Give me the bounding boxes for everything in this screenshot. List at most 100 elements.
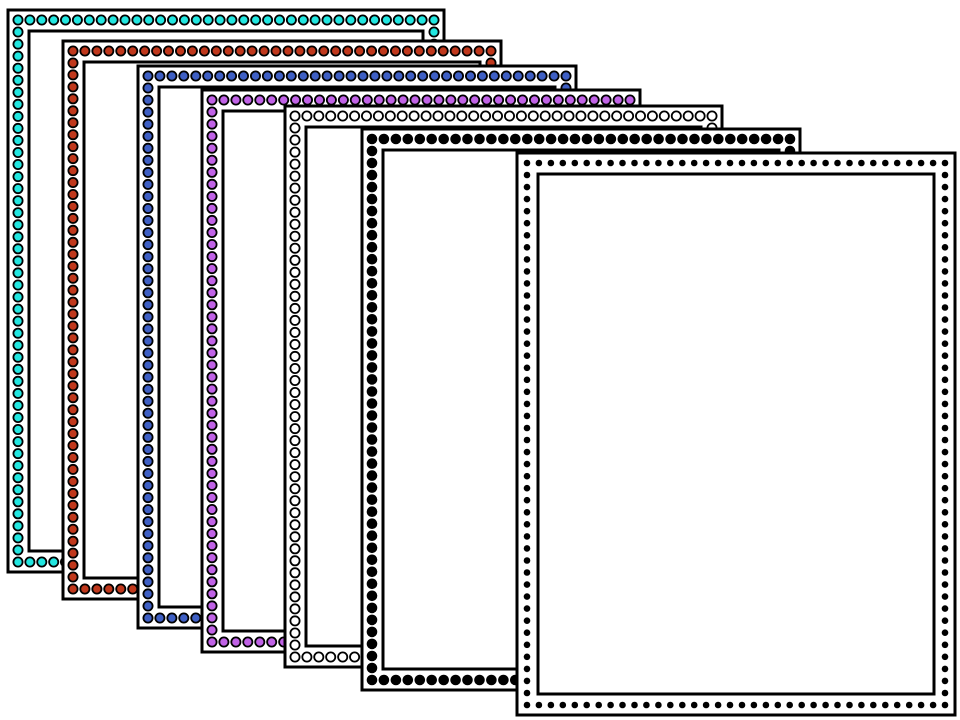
frame-dot [345, 70, 357, 82]
frame-dot [404, 14, 416, 26]
frame-dot [941, 171, 949, 179]
frame-dot [142, 227, 154, 239]
frame-dot [366, 314, 378, 325]
frame-dot [12, 14, 24, 26]
small-black-dot-frame [515, 151, 957, 717]
frame-dot [414, 674, 426, 686]
frame-dot [142, 311, 154, 323]
frame-dot [607, 701, 614, 709]
frame-dot [142, 275, 154, 287]
frame-dot [67, 236, 79, 248]
frame-dot [426, 133, 438, 145]
frame-dot [258, 45, 270, 57]
frame-dot [527, 110, 539, 122]
frame-dot [12, 183, 24, 195]
frame-dot [385, 94, 397, 106]
frame-dot [941, 412, 949, 420]
frame-dot [12, 62, 24, 74]
frame-dot [631, 159, 638, 167]
frame-dot [366, 133, 378, 145]
frame-dot [254, 94, 266, 106]
frame-dot [67, 511, 79, 523]
frame-dot [772, 133, 784, 145]
frame-dot [941, 364, 949, 372]
frame-dot [941, 388, 949, 396]
frame-dot [67, 296, 79, 308]
frame-dot [858, 701, 865, 709]
frame-dot [206, 395, 218, 407]
frame-dot [273, 70, 285, 82]
frame-dot [289, 242, 301, 254]
frame-dot [206, 467, 218, 479]
frame-inner-panel [536, 172, 936, 696]
frame-dot [289, 483, 301, 495]
frame-dot [667, 701, 674, 709]
frame-dot [941, 677, 949, 685]
frame-dot [142, 347, 154, 359]
frame-dot [206, 503, 218, 515]
frame-dot [366, 614, 378, 626]
frame-dot [366, 241, 378, 253]
frame-dot [266, 94, 278, 106]
frame-dot [333, 14, 345, 26]
frame-dot [523, 400, 531, 408]
frame-dot [67, 224, 79, 236]
frame-dot [396, 110, 408, 122]
frame-dot [366, 506, 378, 517]
frame-dot [349, 94, 361, 106]
frame-dot [142, 263, 154, 275]
frame-dot [142, 528, 154, 540]
frame-dot [523, 496, 531, 504]
frame-dot [366, 590, 378, 602]
frame-dot [366, 602, 378, 614]
frame-dot [313, 110, 325, 122]
frame-dot [523, 448, 531, 456]
frame-dot [941, 400, 949, 408]
frame-dot [571, 701, 579, 709]
frame-dot [559, 701, 567, 709]
frame-dot [206, 528, 218, 540]
frame-dot [206, 612, 218, 624]
frame-dot [523, 641, 531, 649]
frame-dot [393, 70, 405, 82]
frame-dot [206, 226, 218, 238]
frame-dot [12, 399, 24, 411]
frame-dot [456, 110, 468, 122]
frame-dot [658, 110, 670, 122]
frame-dot [929, 701, 937, 709]
frame-dot [523, 352, 531, 360]
frame-dot [142, 190, 154, 202]
frame-dot [523, 653, 531, 661]
frame-dot [486, 674, 497, 686]
frame-dot [515, 110, 527, 122]
frame-dot [390, 674, 402, 686]
frame-dot [103, 583, 115, 595]
frame-dot [547, 159, 555, 167]
frame-dot [523, 244, 531, 251]
frame-dot [67, 356, 79, 368]
frame-dot [285, 14, 297, 26]
frame-dot [583, 701, 590, 709]
frame-dot [206, 588, 218, 600]
frame-dot [539, 110, 551, 122]
frame-dot [309, 70, 321, 82]
frame-dot [655, 159, 662, 167]
frame-dot [401, 45, 413, 57]
frame-dot [366, 386, 378, 397]
frame-dot [142, 576, 154, 588]
frame-dot [206, 94, 218, 106]
frame-dot [488, 70, 500, 82]
frame-dot [337, 651, 349, 663]
frame-dot [464, 70, 476, 82]
frame-dot [67, 260, 79, 272]
frame-dot [67, 583, 79, 595]
frame-dot [941, 352, 949, 360]
frame-dot [210, 45, 222, 57]
frame-dot [551, 110, 563, 122]
frame-dot [384, 110, 396, 122]
frame-dot [206, 287, 218, 299]
frame-dot [917, 701, 925, 709]
frame-dot [12, 508, 24, 520]
frame-dot [12, 243, 24, 255]
frame-dot [12, 327, 24, 339]
